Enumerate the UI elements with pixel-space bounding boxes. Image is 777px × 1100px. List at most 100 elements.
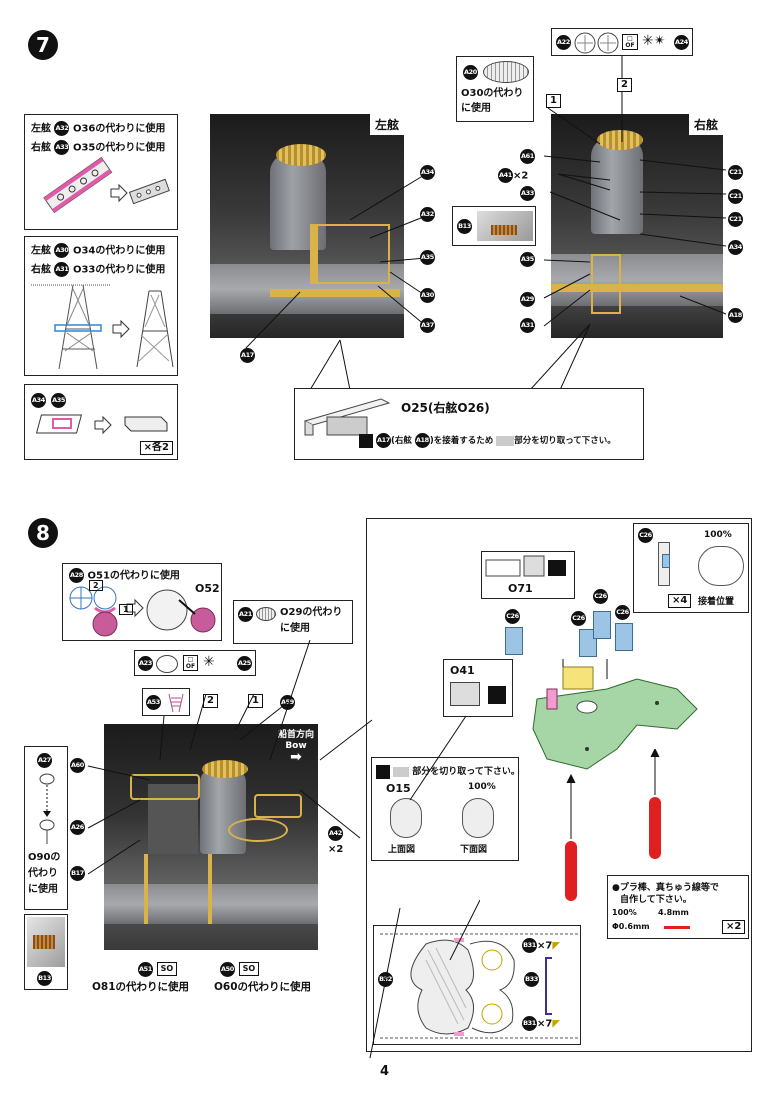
o25-label: O25(右舷O26) — [401, 401, 490, 415]
rod-text-1: ●プラ棒、真ちゅう線等で — [612, 883, 719, 893]
rod-text-2: 自作して下さい。 — [620, 895, 692, 905]
etched-platform — [228, 818, 288, 842]
etched-ladder — [144, 854, 148, 924]
part-badge: B31 — [522, 1016, 537, 1031]
part-badge: A28 — [69, 568, 84, 583]
step7-box-a: 左舷 A32 O36の代わりに使用 右舷 A33 O35の代わりに使用 — [24, 114, 178, 230]
part-badge: A24 — [674, 35, 689, 50]
flag-icon: ◤ — [552, 940, 561, 952]
grill-part-icon — [574, 32, 619, 54]
deck-shape — [551, 254, 723, 306]
mid-parts-box: A23 □OF ✳︎ A25 — [134, 650, 256, 676]
star-part-icon: ✳︎✴ — [642, 33, 666, 49]
red-rod — [649, 797, 661, 859]
mast-base — [148, 784, 198, 854]
part-badge: A22 — [556, 35, 571, 50]
diameter-label: Φ0.6mm — [612, 922, 650, 931]
part-badge: A35 — [51, 393, 67, 408]
fold-marker-2: 2 — [89, 580, 103, 591]
scale-label: 100% — [612, 908, 637, 917]
cut-area-swatch — [496, 435, 515, 446]
o15-label: O15 — [386, 782, 411, 795]
qty-label: ×2 — [513, 170, 529, 182]
star-part-icon: ✳︎ — [203, 654, 215, 670]
qty-label: ×7 — [537, 940, 553, 952]
box-c-parts: A34 A35 — [31, 390, 177, 409]
instruction-text: 部分を切り取って下さい。 — [412, 767, 520, 777]
callout-a31: A31 — [520, 318, 535, 333]
top-parts-box: A22 □OF ✳︎✴ A24 — [551, 28, 693, 56]
callout-a42: A42×2 — [328, 826, 343, 857]
a20-box: A20 O30の代わり に使用 — [456, 56, 534, 122]
b13-inset: B13 — [452, 206, 536, 246]
b13-box-step8: B13 — [24, 914, 68, 990]
callout-a37: A37 — [420, 318, 435, 333]
scale-label: 100% — [468, 782, 496, 792]
etched-tower — [310, 224, 390, 284]
c26-box: C26 ×4 100% 接着位置 — [633, 523, 749, 613]
a28-fold-diagram — [69, 586, 216, 637]
o52-label: O52 — [195, 582, 220, 595]
etched-ladder — [208, 854, 212, 924]
part-badge: A50 — [220, 961, 235, 977]
o25-box: O25(右舷O26) A17(右舷 A18)を接着するため 部分を切り取って下さ… — [294, 388, 644, 460]
port-leader-lines — [245, 173, 427, 349]
o41-diagram — [450, 682, 480, 706]
callout-a34: A34 — [420, 165, 435, 180]
a21-box: A21 O29の代わり に使用 — [233, 600, 353, 644]
callout-a30: A30 — [420, 288, 435, 303]
grill-part-icon — [256, 607, 276, 621]
callout-a17: A17 — [240, 348, 255, 363]
callout-a33: A33 — [520, 186, 535, 201]
qty-label: ×2 — [328, 843, 344, 855]
rod-arrows — [566, 749, 660, 839]
step-marker-1: 1 — [546, 94, 561, 108]
step-8-number: 8 — [28, 518, 58, 548]
a27-text-2: 代わり — [28, 868, 58, 879]
scale-label: 100% — [704, 530, 732, 540]
box-b-line1: 左舷 A30 O34の代わりに使用 — [31, 243, 177, 259]
photo-step8: 船首方向 Bow ➡ — [104, 724, 318, 950]
part-badge: A41 — [498, 168, 513, 183]
part-badge: A27 — [37, 753, 52, 768]
c26-part — [593, 611, 611, 639]
label-starboard: 右舷 — [31, 264, 51, 275]
instruction-text: O34の代わりに使用 — [72, 245, 166, 257]
etched-rail — [551, 284, 723, 292]
callout-a35: A35 — [420, 250, 435, 265]
length-label: 4.8mm — [658, 908, 689, 917]
part-badge: A25 — [237, 656, 252, 671]
cut-icon — [488, 686, 506, 704]
so-badge: SO — [238, 962, 260, 976]
part-badge: A21 — [238, 607, 253, 622]
c26-part — [505, 627, 523, 655]
qty-label: ×7 — [537, 1018, 553, 1030]
o25-part-diagram — [303, 398, 391, 436]
callout-c26: C26 — [505, 609, 520, 624]
etched-platform — [130, 774, 200, 800]
instruction-text: O35の代わりに使用 — [72, 142, 166, 153]
red-rod — [565, 841, 577, 901]
step8-detail-panel: O71 C26 ×4 100% 接着位置 C26 C26 C26 C26 O41 — [366, 518, 752, 1052]
of-icon: □OF — [183, 655, 198, 671]
etched-platform — [254, 794, 302, 818]
flag-icon: ◤ — [552, 1018, 561, 1030]
qty-label: ×各2 — [139, 441, 173, 455]
a21-text-1: O29の代わり — [280, 607, 343, 618]
o41-label: O41 — [450, 664, 475, 677]
bow-label-en: Bow — [285, 741, 307, 751]
instruction-text: )を接着するため — [429, 436, 494, 446]
cut-area-swatch — [393, 766, 410, 777]
cut-instruction: A17(右舷 A18)を接着するため 部分を切り取って下さい。 — [359, 433, 616, 448]
part-badge: A51 — [138, 961, 153, 977]
a50-text: O60の代わりに使用 — [214, 981, 312, 993]
instruction-text: (右舷 — [390, 436, 412, 446]
green-deck-part — [532, 659, 698, 770]
part-badge: A33 — [54, 139, 70, 155]
step-marker-1: 1 — [248, 694, 263, 708]
callout-c26: C26 — [571, 611, 586, 626]
a27-box: A27 O90の 代わり に使用 — [24, 746, 68, 910]
cut-box: 部分を切り取って下さい。 O15 100% 上面図 下面図 — [371, 757, 520, 861]
part-badge: B13 — [37, 971, 52, 986]
panel-pointer-lines — [319, 715, 480, 1059]
